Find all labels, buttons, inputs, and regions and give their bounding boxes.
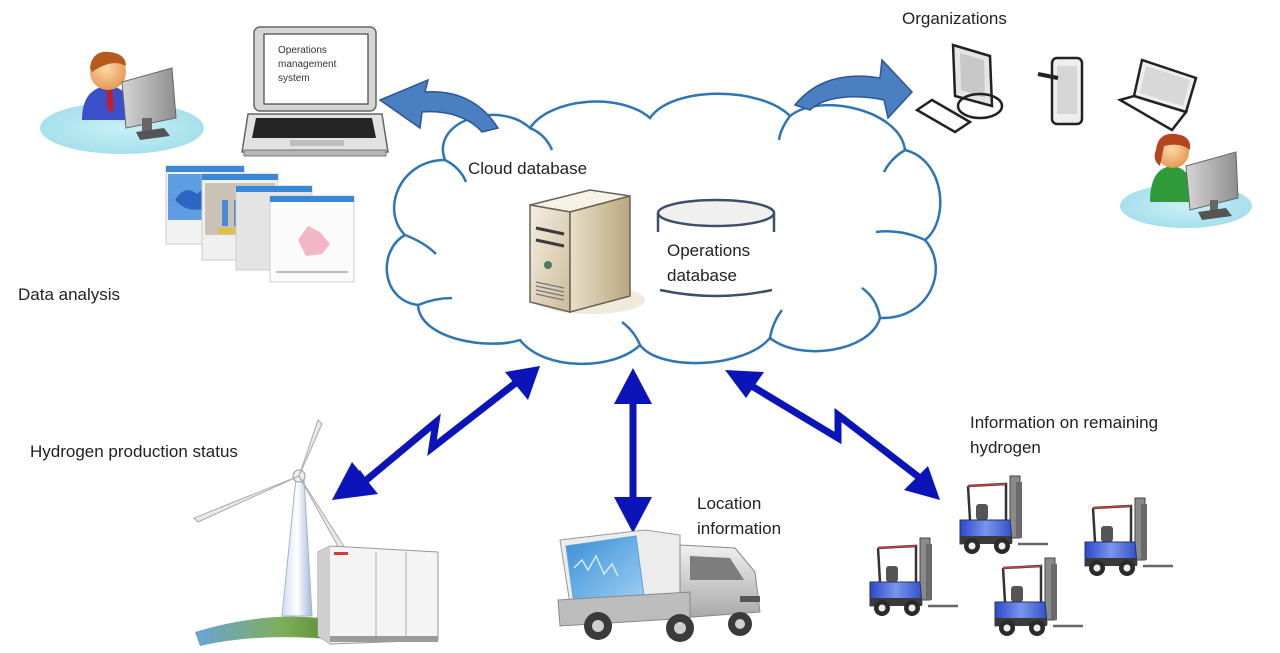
- organization-user-icon: [1120, 133, 1252, 228]
- data-analysis-label: Data analysis: [18, 285, 120, 304]
- wireless-arrow-wind: [332, 366, 540, 500]
- cloud-lobe: [529, 126, 554, 151]
- cloud-lobe: [404, 233, 437, 255]
- devices-icon: [914, 43, 1198, 134]
- curved-arrow-to-laptop: [378, 78, 500, 133]
- operations-database-label: Operations database: [667, 241, 755, 285]
- laptop-small-icon: [1116, 58, 1198, 132]
- cloud-lobe: [777, 115, 792, 141]
- server-icon: [529, 189, 645, 314]
- cloud-lobe: [875, 230, 926, 242]
- cloud-lobe: [621, 321, 642, 346]
- laptop-icon: [241, 26, 389, 157]
- electrolyzer-unit-icon: [317, 545, 439, 645]
- forklift-icon: [959, 475, 1048, 554]
- smartphone-icon: [1037, 56, 1084, 126]
- forklifts-group: [869, 475, 1173, 636]
- forklift-icon: [869, 537, 958, 616]
- hydrogen-production-status-label: Hydrogen production status: [30, 442, 238, 461]
- cloud-database-group: [385, 92, 942, 366]
- cloud-lobe: [417, 296, 453, 307]
- database-cylinder-icon: [656, 198, 776, 298]
- analyst-icon: [40, 51, 204, 154]
- truck-icon: [557, 529, 761, 642]
- cloud-database-label: Cloud database: [468, 159, 587, 178]
- wind-turbine-icon: [193, 419, 346, 646]
- desktop-computer-icon: [914, 43, 1004, 134]
- cloud-lobe: [768, 309, 784, 339]
- cloud-lobe: [861, 286, 882, 319]
- cloud-icon: [385, 92, 942, 366]
- cloud-lobe: [444, 158, 468, 183]
- operations-management-system-label: Operations management system: [278, 45, 339, 84]
- forklift-icon: [1084, 497, 1173, 576]
- organizations-label: Organizations: [902, 9, 1007, 28]
- location-information-label: Location information: [697, 494, 781, 538]
- analysis-screens-icon: [165, 165, 355, 283]
- wireless-arrow-truck: [614, 368, 652, 533]
- curved-arrow-to-organizations: [793, 58, 914, 120]
- forklift-icon: [994, 557, 1083, 636]
- wireless-arrow-forklifts: [725, 370, 940, 500]
- cloud-lobe: [882, 148, 906, 173]
- remaining-hydrogen-label: Information on remaining hydrogen: [970, 413, 1163, 457]
